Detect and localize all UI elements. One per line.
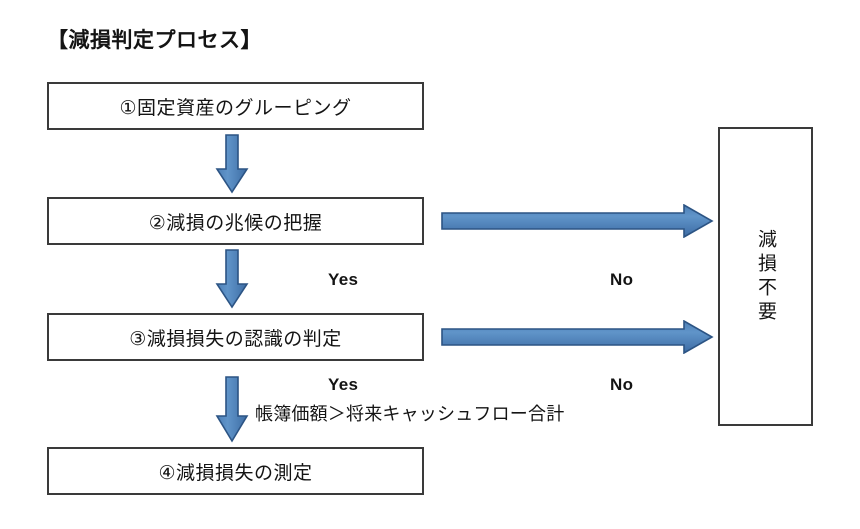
arrow-down-icon-step3-to-step4 <box>215 376 249 443</box>
arrow-right-icon-step3-to-no-impairment <box>441 320 714 354</box>
process-box-step-1: ①固定資産のグルーピング <box>47 82 424 130</box>
condition-note: 帳簿価額＞将来キャッシュフロー合計 <box>255 404 565 424</box>
process-box-label: ①固定資産のグルーピング <box>119 97 352 119</box>
branch-label-no-1: No <box>610 270 634 289</box>
process-box-step-2: ②減損の兆候の把握 <box>47 197 424 245</box>
process-box-label: ④減損損失の測定 <box>158 462 313 484</box>
terminal-box-no-impairment: 減損不要 <box>718 127 813 426</box>
arrow-right-icon-step2-to-no-impairment <box>441 204 714 238</box>
arrow-down-icon-step2-to-step3 <box>215 249 249 309</box>
branch-label-no-2: No <box>610 375 634 394</box>
process-box-label: ②減損の兆候の把握 <box>148 212 323 234</box>
branch-label-yes-2: Yes <box>328 375 359 394</box>
branch-label-yes-1: Yes <box>328 270 359 289</box>
page-title: 【減損判定プロセス】 <box>47 29 262 52</box>
process-box-step-4: ④減損損失の測定 <box>47 447 424 495</box>
process-box-label: ③減損損失の認識の判定 <box>129 328 342 350</box>
terminal-box-label: 減損不要 <box>755 228 776 325</box>
arrow-down-icon-step1-to-step2 <box>215 134 249 194</box>
process-box-step-3: ③減損損失の認識の判定 <box>47 313 424 361</box>
